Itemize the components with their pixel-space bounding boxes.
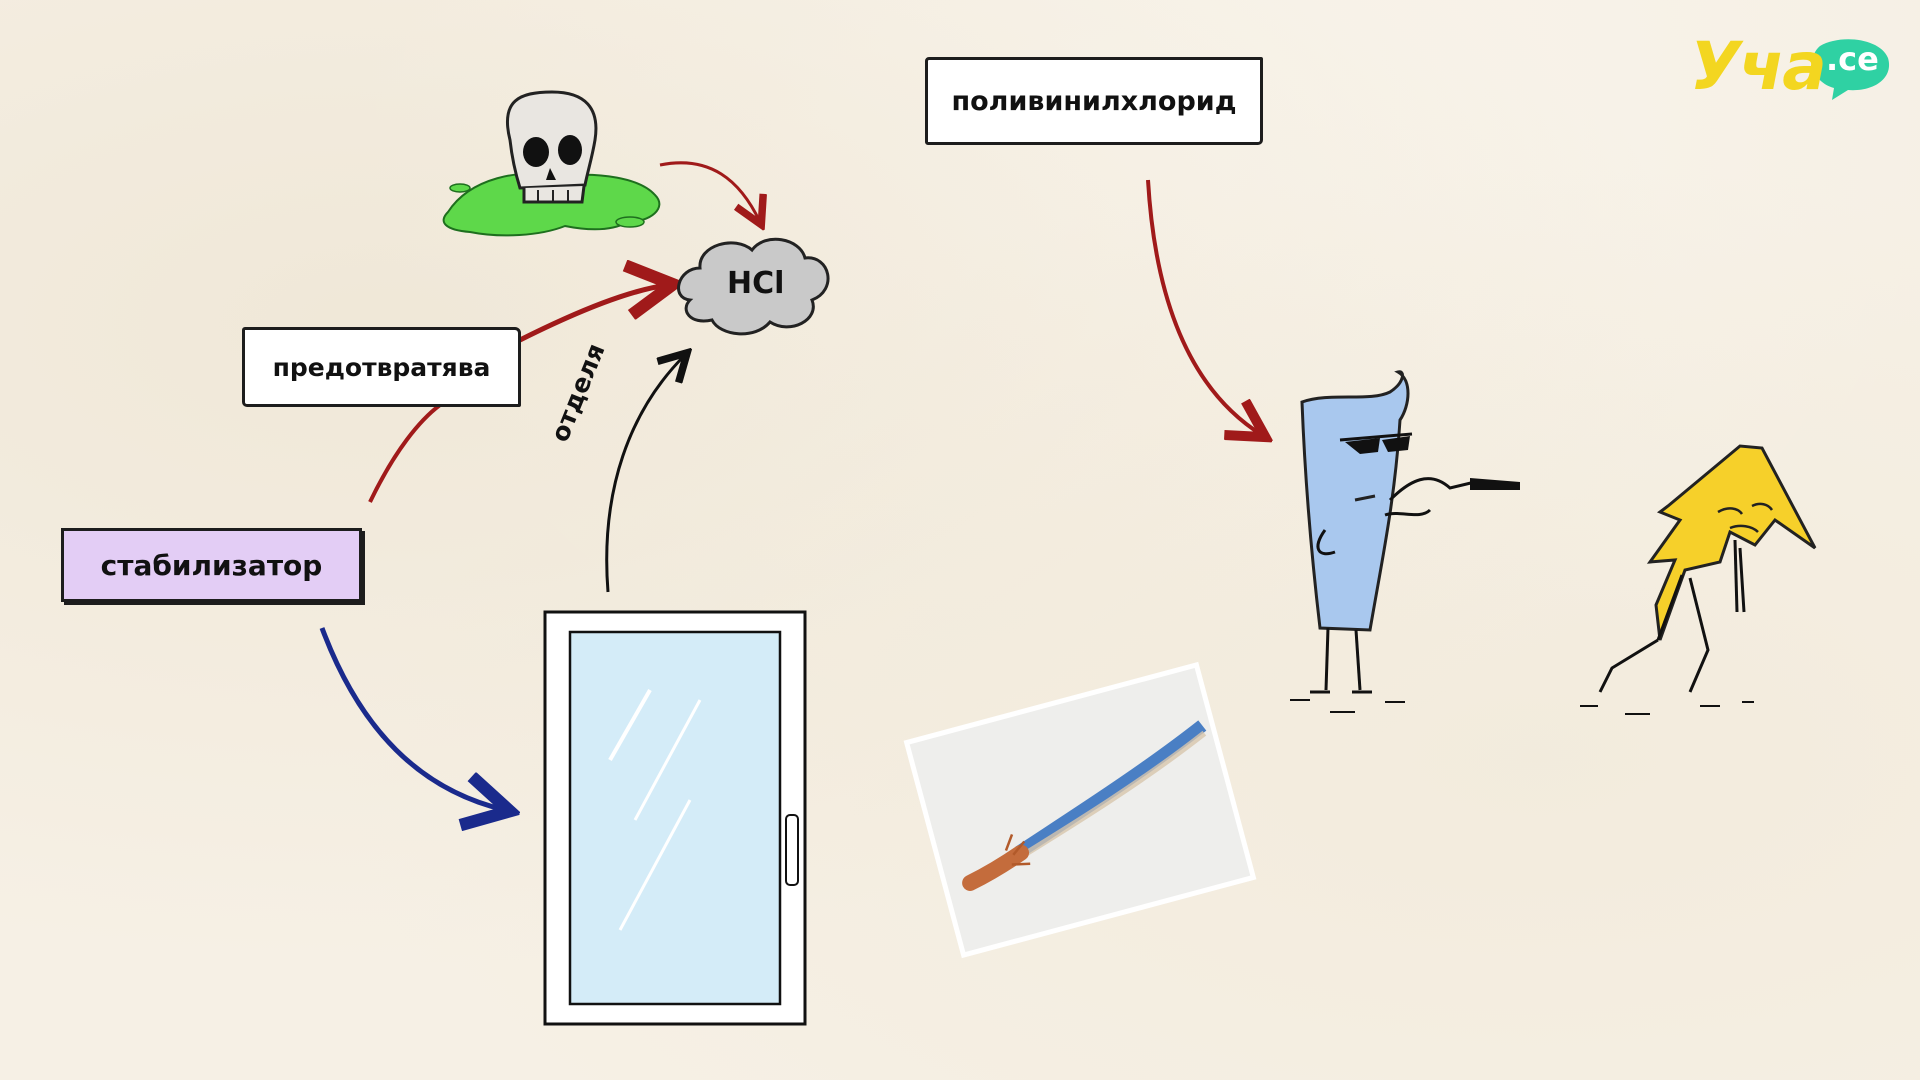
arrow-skull-to-hcl	[659, 161, 760, 222]
stabilizer-label: стабилизатор	[61, 528, 362, 602]
logo-badge-text: .се	[1826, 40, 1879, 78]
pvc-character-icon	[1290, 370, 1520, 713]
arrow-pvc-to-character	[1146, 179, 1262, 435]
arrow-window-to-hcl	[605, 355, 685, 593]
toxic-puddle-icon	[442, 172, 661, 237]
logo-badge-icon	[1812, 39, 1890, 100]
cable-icon	[903, 661, 1257, 959]
arrow-prevents-to-hcl	[518, 285, 668, 343]
arrow-stabilizer-to-prevents	[368, 403, 442, 503]
window-icon	[543, 610, 807, 1026]
skull-icon	[505, 90, 598, 204]
arrow-stabilizer-to-window	[319, 627, 505, 810]
hcl-label: HCl	[727, 266, 785, 301]
cloud-icon	[677, 237, 830, 336]
prevents-label: предотвратява	[242, 327, 521, 407]
uchase-logo: Уча	[1690, 28, 1827, 105]
lightning-character-icon	[1580, 444, 1817, 715]
pvc-label: поливинилхлорид	[925, 57, 1263, 145]
